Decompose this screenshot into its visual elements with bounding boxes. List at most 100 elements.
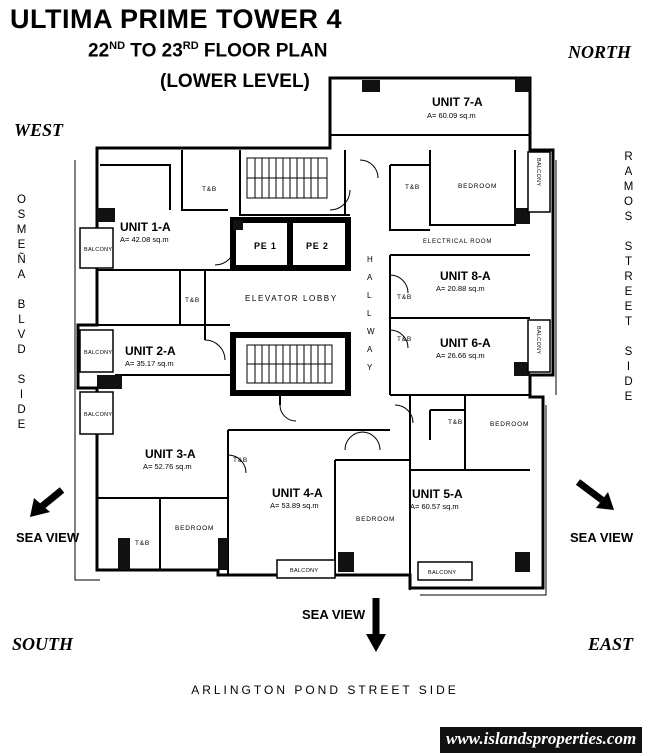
unit-8a-area: A= 20.88 sq.m xyxy=(436,284,485,293)
street-letter: A xyxy=(624,166,634,178)
watermark: www.islandsproperties.com xyxy=(440,727,643,753)
street-letter: D xyxy=(624,376,634,388)
elevator-lobby-label: ELEVATOR LOBBY xyxy=(245,294,338,303)
balcony-label-2a: BALCONY xyxy=(84,350,112,356)
street-letter: Ñ xyxy=(17,254,27,266)
balcony-label-3a: BALCONY xyxy=(84,412,112,418)
hallway-letter: W xyxy=(367,327,376,336)
floor-plan-subtitle: 22ND TO 23RD FLOOR PLAN xyxy=(88,40,327,62)
unit-8a-name: UNIT 8-A xyxy=(440,269,491,283)
unit-2a-name: UNIT 2-A xyxy=(125,344,176,358)
bedroom-label-4a: BEDROOM xyxy=(356,516,395,523)
sea-view-west-label: SEA VIEW xyxy=(16,530,80,545)
street-letter: E xyxy=(17,239,27,251)
elevator-core xyxy=(230,217,351,396)
street-letter: R xyxy=(624,271,634,283)
street-letter: I xyxy=(19,389,25,401)
unit-1a-area: A= 42.08 sq.m xyxy=(120,235,169,244)
street-letter: T xyxy=(624,316,634,328)
pe2-label: PE 2 xyxy=(306,241,329,251)
street-letter: D xyxy=(17,404,27,416)
unit-6a-name: UNIT 6-A xyxy=(440,336,491,350)
street-letter: O xyxy=(17,194,27,206)
hallway-letter: L xyxy=(367,291,372,300)
street-letter: L xyxy=(18,314,26,326)
tb-label-7a: T&B xyxy=(405,184,420,191)
street-letter: E xyxy=(624,391,634,403)
tb-label-5a: T&B xyxy=(448,419,463,426)
unit-3a-area: A= 52.76 sq.m xyxy=(143,462,192,471)
bedroom-label-7a: BEDROOM xyxy=(458,183,497,190)
street-letter: E xyxy=(17,419,27,431)
unit-3a-name: UNIT 3-A xyxy=(145,447,196,461)
unit-4a-name: UNIT 4-A xyxy=(272,486,323,500)
unit-6a-area: A= 26.66 sq.m xyxy=(436,351,485,360)
sea-view-east-label: SEA VIEW xyxy=(570,530,634,545)
unit-4a-area: A= 53.89 sq.m xyxy=(270,501,319,510)
balconies xyxy=(79,151,551,581)
compass-north: NORTH xyxy=(568,42,631,62)
hallway-letter: H xyxy=(367,255,374,264)
subtitle-floor-a: 22 xyxy=(88,40,110,62)
balcony-label-4a: BALCONY xyxy=(290,568,318,574)
street-letter: T xyxy=(624,256,634,268)
compass-east: EAST xyxy=(588,634,634,654)
tb-label-4a: T&B xyxy=(233,457,248,464)
page-title: ULTIMA PRIME TOWER 4 xyxy=(10,4,342,34)
street-letter: E xyxy=(624,301,634,313)
unit-labels: UNIT 7-A A= 60.09 sq.m UNIT 1-A A= 42.08… xyxy=(120,95,491,511)
hallway-letter: A xyxy=(367,273,373,282)
arlington-pond-street-side-label: ARLINGTON POND STREET SIDE xyxy=(191,683,459,697)
hallway-letter: Y xyxy=(367,363,373,372)
unit-7a-area: A= 60.09 sq.m xyxy=(427,111,476,120)
street-letter: A xyxy=(17,269,27,281)
street-letter: R xyxy=(624,151,634,163)
sea-view-south-arrow-icon xyxy=(366,598,386,652)
balcony-label-7a: BALCONY xyxy=(535,158,541,186)
tb-label-6a: T&B xyxy=(397,336,412,343)
tb-label-8a: T&B xyxy=(397,294,412,301)
unit-2a-area: A= 35.17 sq.m xyxy=(125,359,174,368)
floor-level-label: (LOWER LEVEL) xyxy=(160,71,310,92)
sea-view-west-arrow-icon xyxy=(30,487,65,517)
street-letter: D xyxy=(17,344,27,356)
street-letter: S xyxy=(624,346,634,358)
compass-south: SOUTH xyxy=(12,634,74,654)
tb-label-1a: T&B xyxy=(202,186,217,193)
electrical-room-label: ELECTRICAL ROOM xyxy=(423,239,492,245)
room-labels: PE 1 PE 2 ELEVATOR LOBBY ELECTRICAL ROOM… xyxy=(84,158,541,576)
unit-5a-name: UNIT 5-A xyxy=(412,487,463,501)
pe1-label: PE 1 xyxy=(254,241,277,251)
door-swings xyxy=(204,159,414,474)
subtitle-floor-b-suffix: RD xyxy=(182,40,199,52)
street-letter: M xyxy=(623,181,635,193)
unit-7a-name: UNIT 7-A xyxy=(432,95,483,109)
bedroom-label-3a: BEDROOM xyxy=(175,525,214,532)
sea-view-east-arrow-icon xyxy=(575,479,614,510)
tb-label-2a: T&B xyxy=(185,297,200,304)
unit-1a-name: UNIT 1-A xyxy=(120,220,171,234)
balcony-label-5a: BALCONY xyxy=(428,570,456,576)
balcony-label-6a: BALCONY xyxy=(535,326,541,354)
street-letter: S xyxy=(624,211,634,223)
street-letter: S xyxy=(17,209,27,221)
bedroom-label-6a: BEDROOM xyxy=(490,421,529,428)
street-letter: M xyxy=(16,224,28,236)
subtitle-floor-plan: FLOOR PLAN xyxy=(198,40,328,62)
compass-west: WEST xyxy=(14,120,64,140)
subtitle-floor-a-suffix: ND xyxy=(109,40,126,52)
subtitle-floor-b: TO 23 xyxy=(125,40,183,62)
unit-5a-area: A= 60.57 sq.m xyxy=(410,502,459,511)
interior-walls xyxy=(97,134,530,590)
balcony-label-1a: BALCONY xyxy=(84,247,112,253)
stairs xyxy=(246,157,333,384)
street-letter: V xyxy=(17,329,27,341)
street-letter: S xyxy=(624,241,634,253)
street-letter: E xyxy=(624,286,634,298)
street-letter: O xyxy=(624,196,634,208)
